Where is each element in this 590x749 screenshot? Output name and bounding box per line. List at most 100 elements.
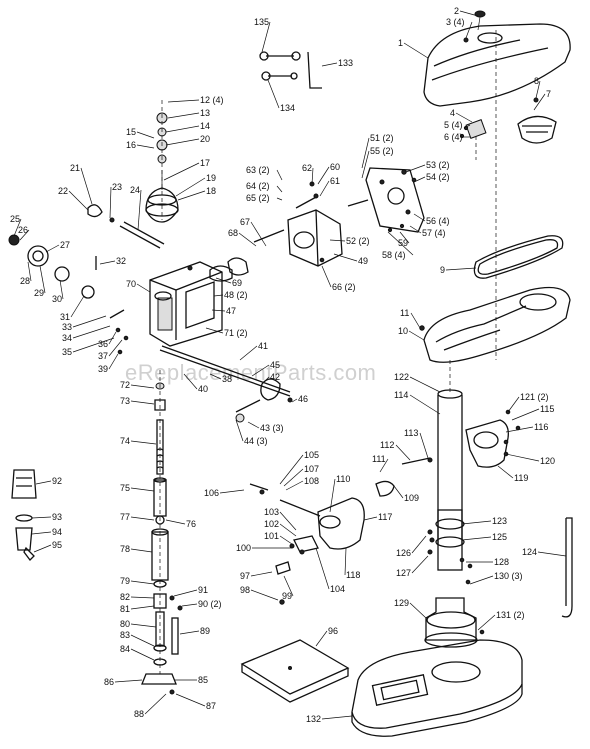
leader-116 xyxy=(505,426,534,433)
callout-97: 97 xyxy=(240,571,250,581)
leader-17 xyxy=(163,162,200,181)
leader-101 xyxy=(279,535,293,545)
leader-106 xyxy=(219,489,245,494)
leader-27 xyxy=(45,244,60,253)
feed-shaft xyxy=(8,204,233,299)
leader-115 xyxy=(511,408,540,421)
callout-78: 78 xyxy=(120,544,130,554)
leader-48 xyxy=(213,294,224,297)
leader-51 xyxy=(361,137,370,169)
callout-26: 26 xyxy=(18,225,28,235)
callout-70: 70 xyxy=(126,279,136,289)
leader-55 xyxy=(361,150,370,179)
leader-52 xyxy=(329,239,346,242)
head-casting xyxy=(149,261,223,347)
callout-35: 35 xyxy=(62,347,72,357)
leader-22 xyxy=(68,190,89,211)
callout-100: 100 xyxy=(236,543,251,553)
callout-79: 79 xyxy=(120,576,130,586)
callout-85: 85 xyxy=(198,675,208,685)
leader-66 xyxy=(321,265,332,288)
callout-120: 120 xyxy=(540,456,555,466)
leader-28 xyxy=(27,261,32,282)
callout-55: 55 (2) xyxy=(370,146,394,156)
table xyxy=(240,639,350,703)
callout-113: 113 xyxy=(404,428,418,438)
leader-119 xyxy=(497,465,514,479)
leader-45 xyxy=(251,364,270,377)
leader-130 xyxy=(469,575,494,585)
callout-124: 124 xyxy=(522,547,537,557)
callout-58: 58 (4) xyxy=(382,250,406,260)
leader-56 xyxy=(413,213,426,222)
callout-7: 7 xyxy=(546,89,551,99)
quill-spindle xyxy=(141,370,183,695)
leader-7 xyxy=(533,93,546,111)
callout-27: 27 xyxy=(60,240,70,250)
callout-36: 36 xyxy=(98,339,108,349)
leader-109 xyxy=(393,485,404,499)
callout-59: 59 xyxy=(398,238,408,248)
leader-94 xyxy=(31,531,52,535)
callout-132: 132 xyxy=(306,714,321,724)
callout-125: 125 xyxy=(492,532,507,542)
callout-96: 96 xyxy=(328,626,338,636)
leader-74 xyxy=(130,440,157,445)
leader-37 xyxy=(108,339,123,357)
leader-2 xyxy=(459,10,479,17)
callout-31: 31 xyxy=(60,312,70,322)
leader-53 xyxy=(405,164,426,173)
callout-119: 119 xyxy=(514,473,528,483)
callout-9: 9 xyxy=(440,265,445,275)
callout-14: 14 xyxy=(200,121,210,131)
leader-117 xyxy=(363,516,378,521)
leader-60 xyxy=(317,166,330,185)
callout-122: 122 xyxy=(394,372,409,382)
leader-33 xyxy=(72,315,107,328)
callout-52: 52 (2) xyxy=(346,236,370,246)
leader-59 xyxy=(399,231,410,244)
extension-rod xyxy=(561,517,573,618)
callout-65: 65 (2) xyxy=(246,193,270,203)
callout-76: 76 xyxy=(186,519,196,529)
callout-107: 107 xyxy=(304,464,319,474)
leader-111 xyxy=(379,458,389,473)
leader-76 xyxy=(165,519,186,525)
leader-110 xyxy=(329,478,336,513)
leader-47 xyxy=(211,309,226,312)
callout-102: 102 xyxy=(264,519,279,529)
callout-20: 20 xyxy=(200,134,210,144)
callout-101: 101 xyxy=(264,531,279,541)
callout-63: 63 (2) xyxy=(246,165,270,175)
callout-12: 12 (4) xyxy=(200,95,224,105)
leader-64 xyxy=(276,185,283,193)
leader-92 xyxy=(35,480,52,485)
leader-5 xyxy=(463,124,471,129)
callout-84: 84 xyxy=(120,644,130,654)
callout-93: 93 xyxy=(52,512,62,522)
column-collar xyxy=(429,509,471,585)
callout-108: 108 xyxy=(304,476,319,486)
callout-10: 10 xyxy=(398,326,408,336)
callout-64: 64 (2) xyxy=(246,181,270,191)
leader-15 xyxy=(136,131,155,139)
callout-105: 105 xyxy=(304,450,319,460)
callout-123: 123 xyxy=(492,516,507,526)
chuck-assembly xyxy=(11,469,37,561)
leader-29 xyxy=(39,265,46,294)
callout-47: 47 xyxy=(226,306,236,316)
leader-125 xyxy=(461,536,492,541)
callout-114: 114 xyxy=(394,390,408,400)
callout-51: 51 (2) xyxy=(370,133,394,143)
callout-61: 61 xyxy=(330,176,340,186)
leader-84 xyxy=(130,648,155,661)
callout-121: 121 (2) xyxy=(520,392,549,402)
motor-plate xyxy=(347,167,425,233)
callout-49: 49 xyxy=(358,256,368,266)
callout-33: 33 xyxy=(62,322,72,332)
leader-99 xyxy=(283,575,294,597)
leader-4 xyxy=(455,112,473,123)
callout-11: 11 xyxy=(400,308,409,318)
callout-86: 86 xyxy=(104,677,114,687)
